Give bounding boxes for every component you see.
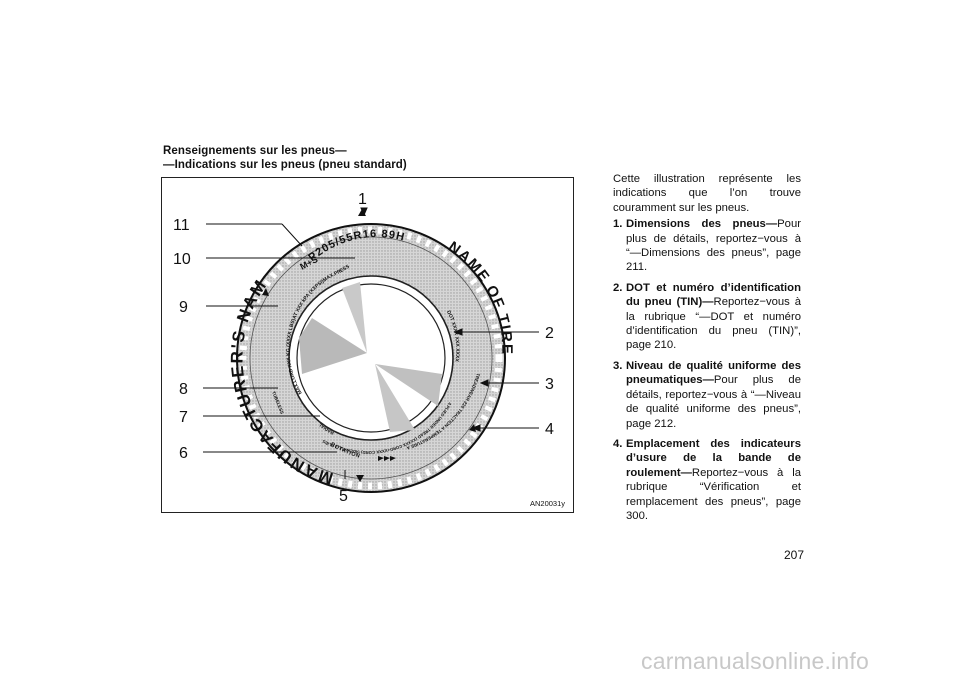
callout-7: 7: [179, 409, 188, 426]
section-header: Renseignements sur les pneus— —Indicatio…: [163, 144, 407, 172]
watermark: carmanualsonline.info: [641, 648, 869, 674]
item-text: Pour plus de détails, reportez−vous à “—…: [626, 374, 801, 430]
rotation-arrows: [378, 456, 396, 461]
explanation-column: Cette illustration représente les indica…: [613, 172, 801, 529]
callout-5: 5: [339, 488, 348, 505]
item-number: 3.: [613, 359, 623, 372]
section-title: Renseignements sur les pneus—: [163, 145, 347, 157]
callout-8: 8: [179, 381, 188, 398]
callout-9: 9: [179, 299, 188, 316]
callout-2: 2: [545, 325, 554, 342]
item-text: Reportez−vous à la rubrique “—DOT et num…: [626, 296, 801, 352]
item-number: 2.: [613, 281, 623, 294]
rim-shade-top: [342, 282, 367, 353]
callout-10: 10: [173, 251, 191, 268]
tire-drawing: MANUFACTURER'S NAME P205/55R16 89H M+S N…: [162, 178, 565, 508]
section-subtitle: —Indications sur les pneus (pneu standar…: [163, 159, 407, 171]
item-title: Niveau de qualité uniforme des pneumatiq…: [626, 359, 801, 387]
wheel-face: [296, 283, 446, 433]
item-number: 4.: [613, 437, 623, 450]
tread-pattern: [239, 226, 503, 490]
figure-code: AN20031y: [530, 499, 565, 508]
callout-6: 6: [179, 445, 188, 462]
item-title: Dimensions des pneus—: [626, 218, 778, 231]
item-title: DOT et numéro d’identification du pneu (…: [626, 281, 801, 309]
callout-3: 3: [545, 376, 554, 393]
item-title: Emplacement des indicateurs d’usure de l…: [626, 437, 801, 479]
callout-lines: [203, 207, 539, 479]
list-item: 4. Emplacement des indicateurs d’usure d…: [613, 437, 801, 523]
item-text: Pour plus de détails, reportez−vous à “—…: [626, 218, 801, 274]
callout-4: 4: [545, 421, 554, 438]
list-item: 1. Dimensions des pneus—Pour plus de dét…: [613, 217, 801, 275]
list-item: 3. Niveau de qualité uniforme des pneuma…: [613, 359, 801, 431]
callout-1: 1: [358, 191, 367, 208]
item-list: 1. Dimensions des pneus—Pour plus de dét…: [613, 217, 801, 523]
rim-shade-right: [375, 364, 442, 406]
page-number: 207: [784, 548, 805, 562]
list-item: 2. DOT et numéro d’identification du pne…: [613, 281, 801, 353]
tire-illustration: MANUFACTURER'S NAME P205/55R16 89H M+S N…: [161, 177, 574, 513]
callout-11: 11: [173, 217, 190, 234]
tread-edge: [249, 236, 493, 480]
intro-paragraph: Cette illustration représente les indica…: [613, 173, 801, 214]
item-number: 1.: [613, 218, 623, 231]
rim-shade-bottom: [375, 364, 415, 432]
rim-shade-left: [299, 318, 367, 374]
item-text: Reportez−vous à la rubrique “Vérificatio…: [626, 466, 801, 522]
